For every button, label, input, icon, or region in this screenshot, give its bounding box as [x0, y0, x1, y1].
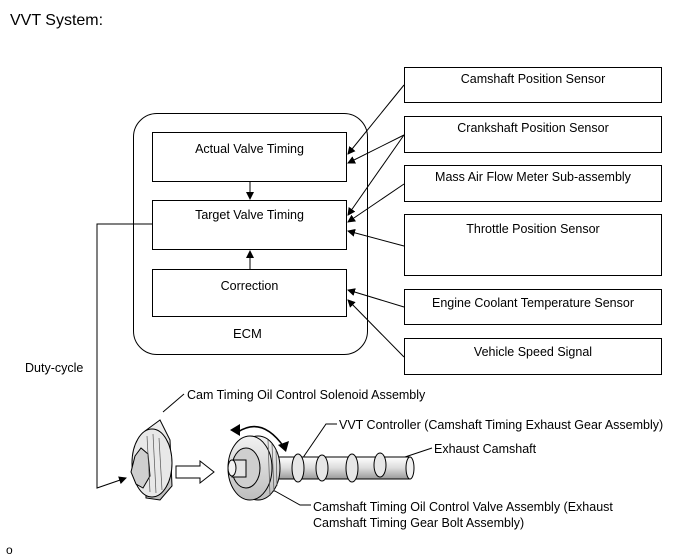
leader-ocv — [265, 485, 311, 506]
coolant-temp-sensor-box: Engine Coolant Temperature Sensor — [404, 289, 662, 325]
crankshaft-position-sensor-label: Crankshaft Position Sensor — [457, 121, 609, 135]
coolant-temp-sensor-label: Engine Coolant Temperature Sensor — [432, 296, 634, 310]
flow-arrow-icon — [175, 459, 215, 485]
camshaft-position-sensor-label: Camshaft Position Sensor — [460, 72, 606, 86]
ocv-label-line1: Camshaft Timing Oil Control Valve Assemb… — [313, 500, 613, 514]
correction-block: Correction — [152, 269, 347, 317]
arrow-throttle-sensor — [347, 228, 405, 247]
maf-meter-box: Mass Air Flow Meter Sub-assembly — [404, 165, 662, 202]
maf-meter-label: Mass Air Flow Meter Sub-assembly — [435, 170, 631, 184]
arrow-camshaft-sensor — [347, 84, 405, 155]
arrow-crank-to-target — [347, 134, 405, 216]
leader-solenoid — [162, 393, 185, 413]
throttle-position-sensor-box: Throttle Position Sensor — [404, 214, 662, 276]
actual-valve-timing-label: Actual Valve Timing — [195, 142, 304, 156]
vehicle-speed-signal-label: Vehicle Speed Signal — [473, 345, 593, 359]
ocv-label-line2: Camshaft Timing Gear Bolt Assembly) — [313, 516, 525, 530]
rotation-arrow-icon — [237, 425, 285, 448]
target-valve-timing-label: Target Valve Timing — [195, 208, 304, 222]
figure-code: o — [6, 543, 13, 557]
page-title: VVT System: — [10, 12, 104, 29]
camshaft-illustration — [227, 435, 415, 501]
solenoid-label: Cam Timing Oil Control Solenoid Assembly — [187, 388, 426, 402]
crankshaft-position-sensor-box: Crankshaft Position Sensor — [404, 116, 662, 153]
duty-cycle-line — [96, 223, 152, 489]
throttle-position-sensor-label: Throttle Position Sensor — [466, 222, 600, 236]
target-valve-timing-block: Target Valve Timing — [152, 200, 347, 250]
actual-valve-timing-block: Actual Valve Timing — [152, 132, 347, 182]
camshaft-position-sensor-box: Camshaft Position Sensor — [404, 67, 662, 103]
arrow-speed-signal — [347, 299, 405, 358]
ecm-label: ECM — [233, 326, 262, 341]
leader-vvt-controller — [299, 423, 337, 463]
duty-cycle-label: Duty-cycle — [25, 361, 84, 375]
vvt-controller-label: VVT Controller (Camshaft Timing Exhaust … — [339, 418, 664, 432]
ecm-container — [133, 113, 368, 355]
vehicle-speed-signal-box: Vehicle Speed Signal — [404, 338, 662, 375]
arrow-maf-sensor — [347, 183, 405, 223]
exhaust-camshaft-label: Exhaust Camshaft — [434, 442, 537, 456]
solenoid-illustration — [130, 419, 173, 501]
correction-label: Correction — [220, 279, 279, 293]
arrow-crank-to-actual — [347, 134, 405, 164]
arrow-coolant-sensor — [347, 288, 405, 308]
